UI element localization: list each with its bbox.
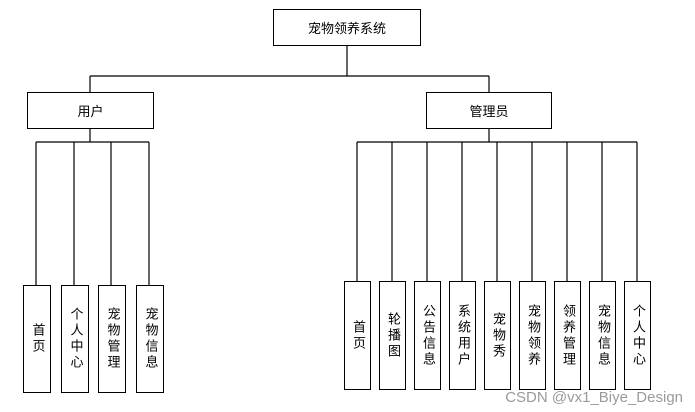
role-label: 管理员 <box>469 105 509 120</box>
leaf-node: 宠物信息 <box>589 281 616 390</box>
leaf-label: 宠物秀 <box>490 311 505 360</box>
leaf-label: 宠物领养 <box>525 303 540 368</box>
leaf-node: 首页 <box>344 281 371 390</box>
leaf-node: 宠物秀 <box>484 281 511 390</box>
role-node-admin: 管理员 <box>426 92 552 129</box>
watermark-text: CSDN @vx1_Biye_Design <box>505 389 683 406</box>
leaf-label: 个人中心 <box>630 303 645 368</box>
leaf-label: 首页 <box>29 323 45 355</box>
leaf-node: 个人中心 <box>624 281 651 390</box>
leaf-node: 公告信息 <box>414 281 441 390</box>
leaf-label: 宠物管理 <box>104 307 120 371</box>
leaf-node: 领养管理 <box>554 281 581 390</box>
leaf-label: 宠物信息 <box>142 307 158 371</box>
leaf-label: 系统用户 <box>455 303 470 368</box>
leaf-label: 公告信息 <box>420 303 435 368</box>
leaf-node: 系统用户 <box>449 281 476 390</box>
role-label: 用户 <box>77 105 104 120</box>
leaf-label: 轮播图 <box>385 311 400 360</box>
leaf-label: 个人中心 <box>67 307 83 371</box>
root-node: 宠物领养系统 <box>273 9 421 46</box>
leaf-label: 首页 <box>350 319 365 352</box>
leaf-node: 宠物管理 <box>98 285 126 393</box>
leaf-node: 个人中心 <box>61 285 89 393</box>
leaf-node: 轮播图 <box>379 281 406 390</box>
leaf-label: 宠物信息 <box>595 303 610 368</box>
root-label: 宠物领养系统 <box>307 22 386 37</box>
leaf-node: 首页 <box>23 285 51 393</box>
role-node-user: 用户 <box>27 92 154 129</box>
leaf-node: 宠物信息 <box>136 285 164 393</box>
leaf-node: 宠物领养 <box>519 281 546 390</box>
leaf-label: 领养管理 <box>560 303 575 368</box>
